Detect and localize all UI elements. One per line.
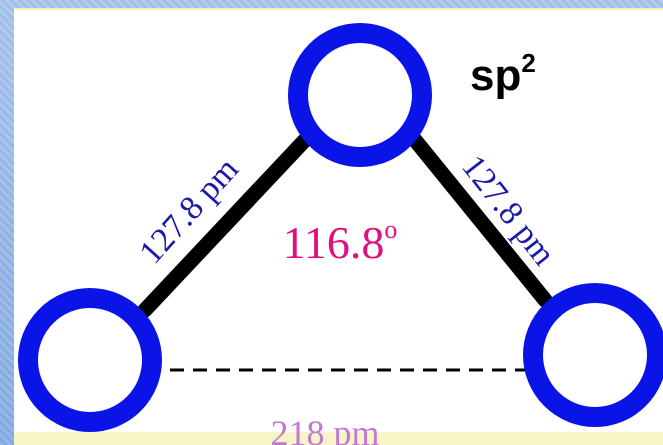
atom-top	[288, 23, 432, 167]
degree-symbol: o	[384, 215, 397, 244]
bond-angle-label: 116.8o	[283, 215, 398, 268]
slide-panel-footer-band	[14, 432, 663, 445]
atom-left	[18, 288, 162, 432]
atom-right	[523, 283, 663, 427]
distance-label: 218 pm	[270, 413, 379, 445]
bond-left	[137, 132, 313, 318]
hybridization-label: sp2	[470, 48, 536, 100]
bond-right	[407, 132, 553, 308]
